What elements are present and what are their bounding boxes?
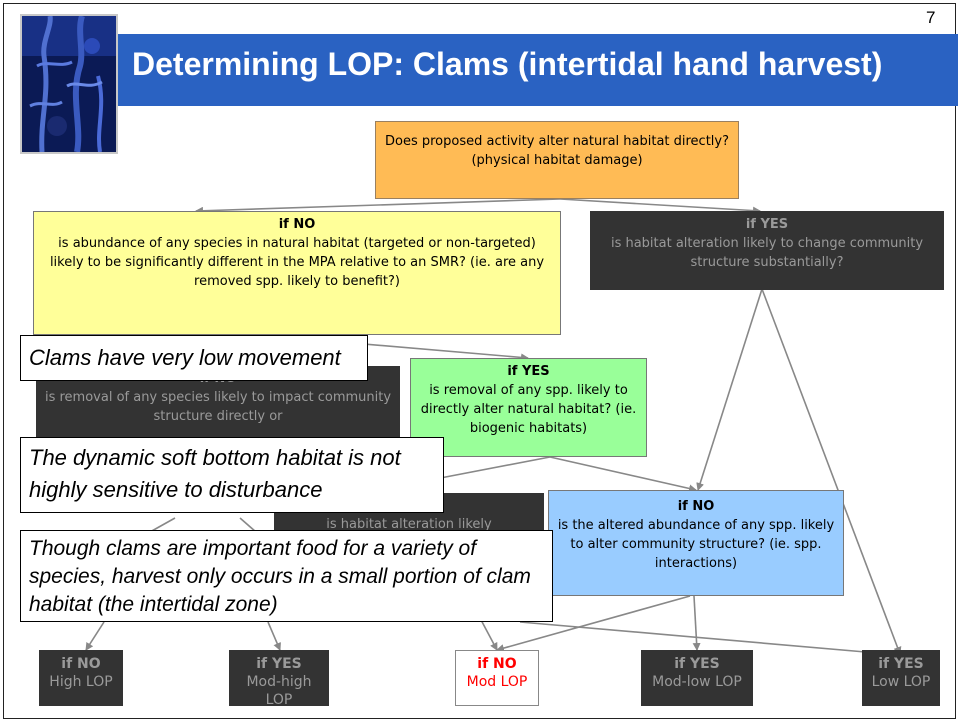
edge-to-high bbox=[85, 621, 105, 651]
callout-low-movement-text: Clams have very low movement bbox=[29, 345, 341, 370]
yes-branch-heading: if YES bbox=[745, 217, 789, 232]
title-band bbox=[118, 34, 958, 106]
callout-clam-food-text: Though clams are important food for a va… bbox=[29, 537, 531, 616]
no-branch-heading: if NO bbox=[278, 217, 316, 232]
callout-clam-food: Though clams are important food for a va… bbox=[20, 530, 553, 622]
leaf-mod-label: Mod LOP bbox=[466, 674, 528, 690]
community-structure-heading: if NO bbox=[677, 499, 715, 514]
callout-soft-bottom: The dynamic soft bottom habitat is not h… bbox=[20, 437, 444, 513]
habitat-alter-text: is removal of any spp. likely to directl… bbox=[420, 383, 637, 436]
leaf-low-label: Low LOP bbox=[871, 674, 931, 690]
community-structure-text: is the altered abundance of any spp. lik… bbox=[557, 518, 835, 571]
community-structure-box: if NO is the altered abundance of any sp… bbox=[548, 490, 844, 596]
edge-no3-modlow bbox=[692, 595, 701, 651]
no-branch-box: if NO is abundance of any species in nat… bbox=[33, 211, 561, 335]
habitat-likely-text: is habitat alteration likely bbox=[326, 517, 492, 532]
leaf-low-lop: if YES Low LOP bbox=[862, 650, 940, 706]
leaf-mod-low-lop: if YES Mod-low LOP bbox=[641, 650, 753, 706]
edge-no2-left bbox=[149, 517, 176, 533]
root-question-box: Does proposed activity alter natural hab… bbox=[375, 121, 739, 199]
leaf-high-lop: if NO High LOP bbox=[39, 650, 123, 706]
edge-yes1-low bbox=[761, 288, 902, 655]
slide-title: Determining LOP: Clams (intertidal hand … bbox=[132, 46, 883, 82]
root-question-text: Does proposed activity alter natural hab… bbox=[384, 134, 730, 168]
slide-number: 7 bbox=[926, 8, 936, 27]
edge-root-yes bbox=[559, 198, 761, 215]
yes-branch-text: is habitat alteration likely to change c… bbox=[610, 236, 924, 270]
removal-impact-text: is removal of any species likely to impa… bbox=[44, 390, 392, 424]
leaf-mod-high-label: Mod-high LOP bbox=[246, 674, 312, 708]
habitat-alter-heading: if YES bbox=[507, 364, 550, 379]
edge-yes1-no3 bbox=[696, 288, 763, 491]
leaf-high-heading: if NO bbox=[61, 656, 101, 672]
leaf-mod-lop: if NO Mod LOP bbox=[455, 650, 539, 706]
callout-low-movement: Clams have very low movement bbox=[20, 335, 368, 381]
habitat-alter-box: if YES is removal of any spp. likely to … bbox=[410, 358, 647, 457]
leaf-mod-low-label: Mod-low LOP bbox=[652, 674, 742, 690]
edge-yes3-low bbox=[519, 621, 901, 659]
edge-root-no bbox=[195, 198, 561, 215]
leaf-low-heading: if YES bbox=[878, 656, 924, 672]
no-branch-text: is abundance of any species in natural h… bbox=[49, 236, 545, 289]
callout-soft-bottom-text: The dynamic soft bottom habitat is not h… bbox=[29, 445, 401, 502]
edge-yes3-mod bbox=[479, 617, 498, 651]
edge-yes2-no3 bbox=[549, 456, 697, 493]
slide-frame bbox=[3, 3, 956, 719]
edge-yes2-yes3 bbox=[429, 456, 551, 481]
edge-no2-right bbox=[239, 517, 257, 533]
leaf-mod-high-lop: if YES Mod-high LOP bbox=[229, 650, 329, 708]
kelp-forest-image bbox=[20, 14, 118, 154]
leaf-high-label: High LOP bbox=[49, 674, 113, 690]
leaf-mod-heading: if NO bbox=[477, 656, 517, 672]
edge-no3-mod bbox=[496, 595, 691, 652]
yes-branch-box: if YES is habitat alteration likely to c… bbox=[590, 211, 944, 290]
leaf-mod-high-heading: if YES bbox=[256, 656, 302, 672]
leaf-mod-low-heading: if YES bbox=[674, 656, 720, 672]
edge-to-modhigh bbox=[267, 621, 281, 651]
